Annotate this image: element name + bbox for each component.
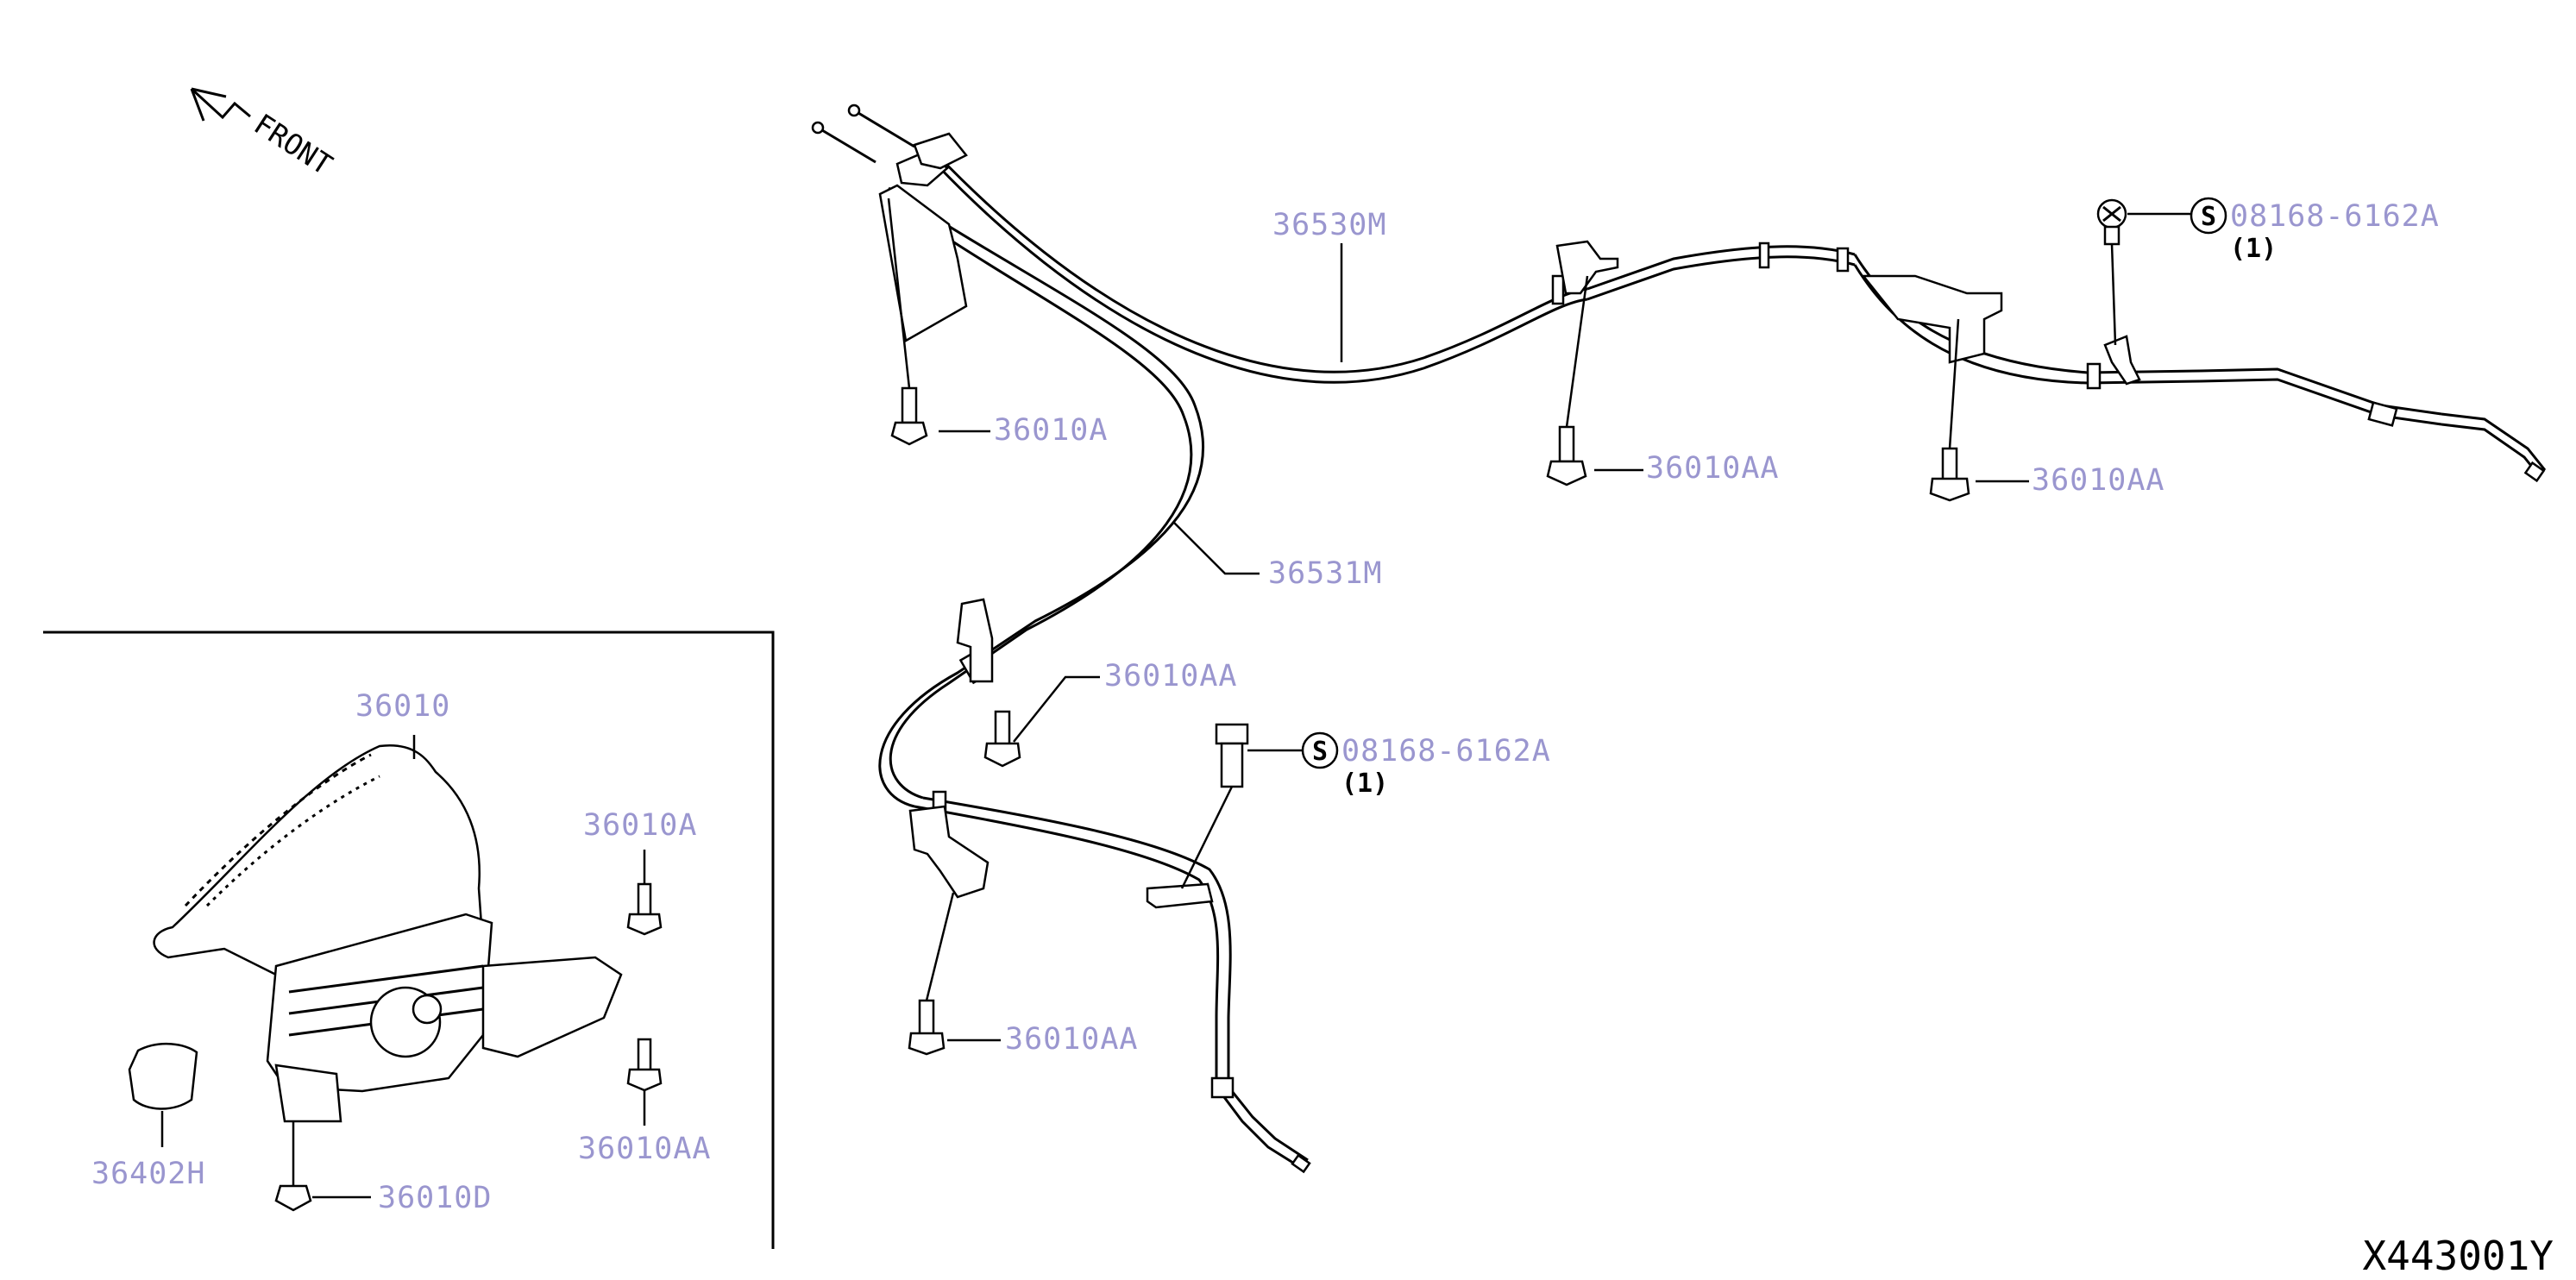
label-36402h: 36402H bbox=[91, 1157, 205, 1191]
label-36010: 36010 bbox=[355, 689, 450, 724]
front-arrow-icon bbox=[190, 87, 251, 122]
screw-mark-icon-right: S bbox=[2190, 197, 2227, 235]
lever-cover bbox=[128, 1042, 198, 1147]
parking-brake-lever bbox=[153, 735, 623, 1123]
front-label: FRONT bbox=[248, 107, 339, 182]
bolt-36010aa-lower bbox=[908, 892, 1001, 1056]
label-36010aa-lower: 36010AA bbox=[1005, 1022, 1139, 1057]
bolt-36010aa-right bbox=[1929, 318, 2029, 502]
cable-bracket-left-mid bbox=[956, 598, 994, 683]
label-08168-center: 08168-6162A bbox=[1341, 734, 1551, 769]
label-08168-right: 08168-6162A bbox=[2230, 199, 2440, 234]
inset-bolt-36010aa bbox=[626, 1038, 663, 1126]
screw-mark-icon-center: S bbox=[1301, 731, 1339, 769]
label-36010a-inset: 36010A bbox=[583, 808, 697, 843]
cable-bracket-right bbox=[1861, 274, 2003, 364]
bolt-36010a-top bbox=[887, 198, 990, 446]
inset-bolt-36010a bbox=[626, 850, 663, 936]
svg-text:S: S bbox=[1312, 737, 1328, 767]
label-36530m: 36530M bbox=[1272, 208, 1386, 242]
label-36010d: 36010D bbox=[378, 1181, 492, 1215]
label-36010aa-center: 36010AA bbox=[1646, 451, 1780, 486]
cable-bracket-center bbox=[1555, 240, 1619, 295]
cable-bracket-screw-right bbox=[2103, 335, 2141, 386]
screw-08168-right bbox=[2096, 198, 2191, 346]
qty-08168-center: (1) bbox=[1341, 769, 1388, 799]
label-36010aa-inset: 36010AA bbox=[578, 1132, 712, 1166]
diagram-id: X443001Y bbox=[2362, 1233, 2554, 1279]
bolt-36010aa-mid bbox=[983, 675, 1100, 768]
screw-08168-center bbox=[1180, 723, 1303, 889]
inset-frame bbox=[43, 631, 775, 1249]
qty-08168-right: (1) bbox=[2230, 234, 2277, 264]
cable-end-fittings bbox=[811, 104, 968, 342]
label-36010aa-right: 36010AA bbox=[2032, 463, 2165, 498]
leader-36531m bbox=[1172, 521, 1260, 575]
label-36531m: 36531M bbox=[1268, 556, 1382, 591]
bolt-36010aa-center bbox=[1546, 275, 1643, 486]
label-36010a-top: 36010A bbox=[994, 413, 1108, 448]
nut-36010d bbox=[274, 1121, 371, 1212]
label-36010aa-mid: 36010AA bbox=[1104, 659, 1238, 693]
svg-text:S: S bbox=[2201, 202, 2216, 232]
cable-bracket-center-lower bbox=[1146, 882, 1214, 909]
cable-bracket-left-lower bbox=[908, 805, 990, 899]
rear-left-cable bbox=[878, 186, 1311, 1174]
